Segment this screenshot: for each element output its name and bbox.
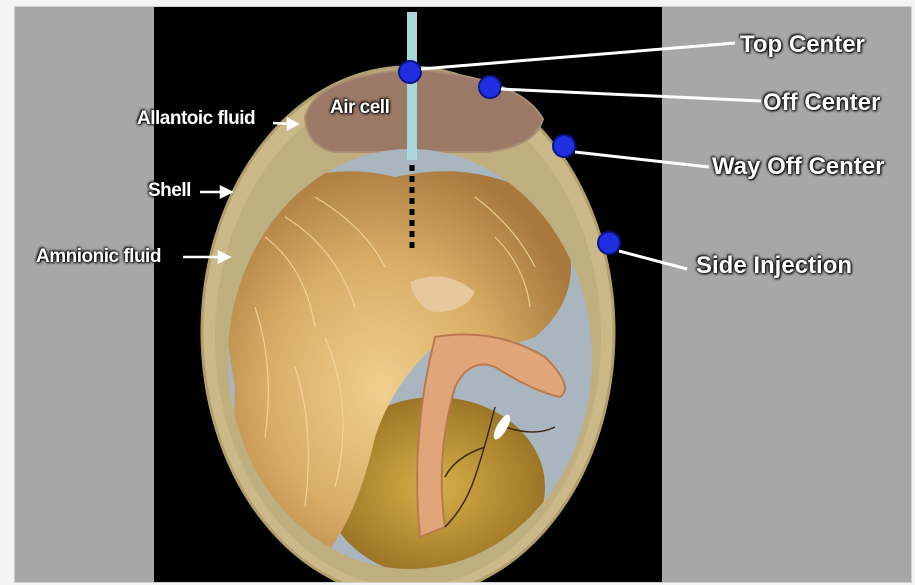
injection-point-icon <box>399 61 421 83</box>
leader-line-top-center <box>421 43 735 69</box>
arrow-icon <box>221 187 231 197</box>
injection-point-icon <box>479 76 501 98</box>
top-center-label: Top Center <box>740 31 865 59</box>
slide: Air cell Allantoic fluid Shell Amnionic … <box>14 6 912 583</box>
injection-point-icon <box>553 135 575 157</box>
off-center-label: Off Center <box>763 89 880 117</box>
allantoic-fluid-label: Allantoic fluid <box>137 108 255 130</box>
leader-line-side-injection <box>619 251 687 269</box>
side-injection-label: Side Injection <box>696 252 852 280</box>
needle-icon <box>407 12 417 160</box>
shell-label: Shell <box>148 180 191 202</box>
injection-point-icon <box>598 232 620 254</box>
leader-line-off-center <box>501 89 761 101</box>
way-off-center-label: Way Off Center <box>712 153 884 181</box>
leader-line-way-off-center <box>575 152 709 167</box>
air-cell-label: Air cell <box>330 97 389 119</box>
amnionic-fluid-label: Amnionic fluid <box>36 246 161 268</box>
